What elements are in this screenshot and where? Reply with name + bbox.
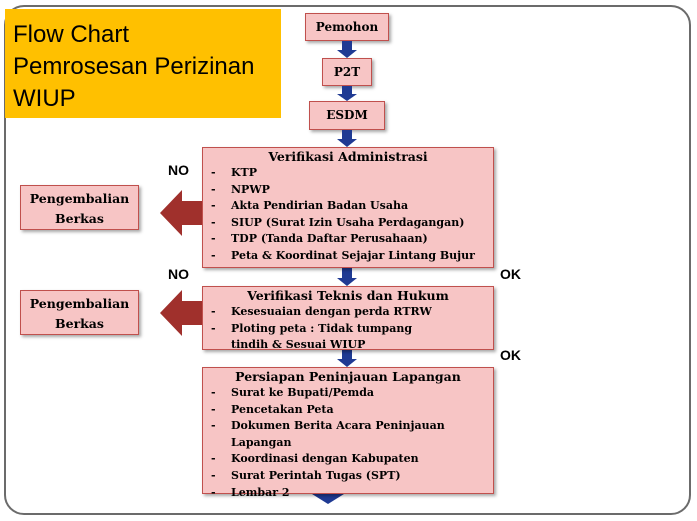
list-item: Ploting peta : Tidak tumpang tindih & Se… <box>211 321 489 354</box>
ok-label: OK <box>500 266 521 282</box>
ok-label: OK <box>500 347 521 363</box>
pengembalian-berkas-box-2: Pengembalian Berkas <box>20 290 139 335</box>
verifikasi-teknis-title: Verifikasi Teknis dan Hukum <box>247 288 449 303</box>
list-item: Surat Perintah Tugas (SPT) <box>211 468 489 485</box>
pemohon-label: Pemohon <box>315 20 379 34</box>
down-arrow-icon <box>337 350 357 367</box>
list-item: NPWP <box>211 182 489 199</box>
title-line: Flow Chart <box>13 21 130 48</box>
list-item: Surat ke Bupati/Pemda <box>211 385 489 402</box>
esdm-box: ESDM <box>309 101 385 130</box>
list-item: Dokumen Berita Acara Peninjauan Lapangan <box>211 418 489 451</box>
persiapan-title: Persiapan Peninjauan Lapangan <box>235 369 461 384</box>
list-item: Pencetakan Peta <box>211 402 489 419</box>
no-label: NO <box>168 162 189 178</box>
p2t-box: P2T <box>322 58 372 86</box>
list-item: SIUP (Surat Izin Usaha Perdagangan) <box>211 215 489 232</box>
list-item: KTP <box>211 165 489 182</box>
title-line: WIUP <box>13 85 76 112</box>
persiapan-peninjauan-box: Persiapan Peninjauan Lapangan Surat ke B… <box>202 367 494 501</box>
down-arrow-icon <box>337 268 357 286</box>
left-arrow-icon <box>160 190 202 236</box>
esdm-label: ESDM <box>326 108 368 122</box>
p2t-label: P2T <box>333 65 361 79</box>
list-item: Koordinasi dengan Kabupaten <box>211 451 489 468</box>
title-line: Pemrosesan Perizinan <box>13 53 255 80</box>
verifikasi-administrasi-title: Verifikasi Administrasi <box>268 149 428 164</box>
pengembalian-berkas-box-1: Pengembalian Berkas <box>20 185 139 230</box>
list-item: Kesesuaian dengan perda RTRW <box>211 304 489 321</box>
left-arrow-icon <box>160 290 202 336</box>
list-item: Akta Pendirian Badan Usaha <box>211 198 489 215</box>
down-arrow-icon <box>337 130 357 147</box>
no-label: NO <box>168 266 189 282</box>
list-item: Peta & Koordinat Sejajar Lintang Bujur <box>211 248 489 265</box>
verifikasi-administrasi-box: Verifikasi Administrasi KTP NPWP Akta Pe… <box>202 147 494 268</box>
flow-chart-title: Flow Chart Pemrosesan Perizinan WIUP <box>5 9 281 118</box>
verifikasi-teknis-box: Verifikasi Teknis dan Hukum Kesesuaian d… <box>202 286 494 351</box>
pemohon-box: Pemohon <box>305 13 389 41</box>
pengembalian-berkas-label: Pengembalian Berkas <box>29 191 130 226</box>
pengembalian-berkas-label: Pengembalian Berkas <box>29 296 130 331</box>
down-arrow-icon <box>337 86 357 101</box>
down-arrow-icon <box>337 41 357 58</box>
list-item: Lembar 2 <box>211 485 489 502</box>
list-item: TDP (Tanda Daftar Perusahaan) <box>211 231 489 248</box>
